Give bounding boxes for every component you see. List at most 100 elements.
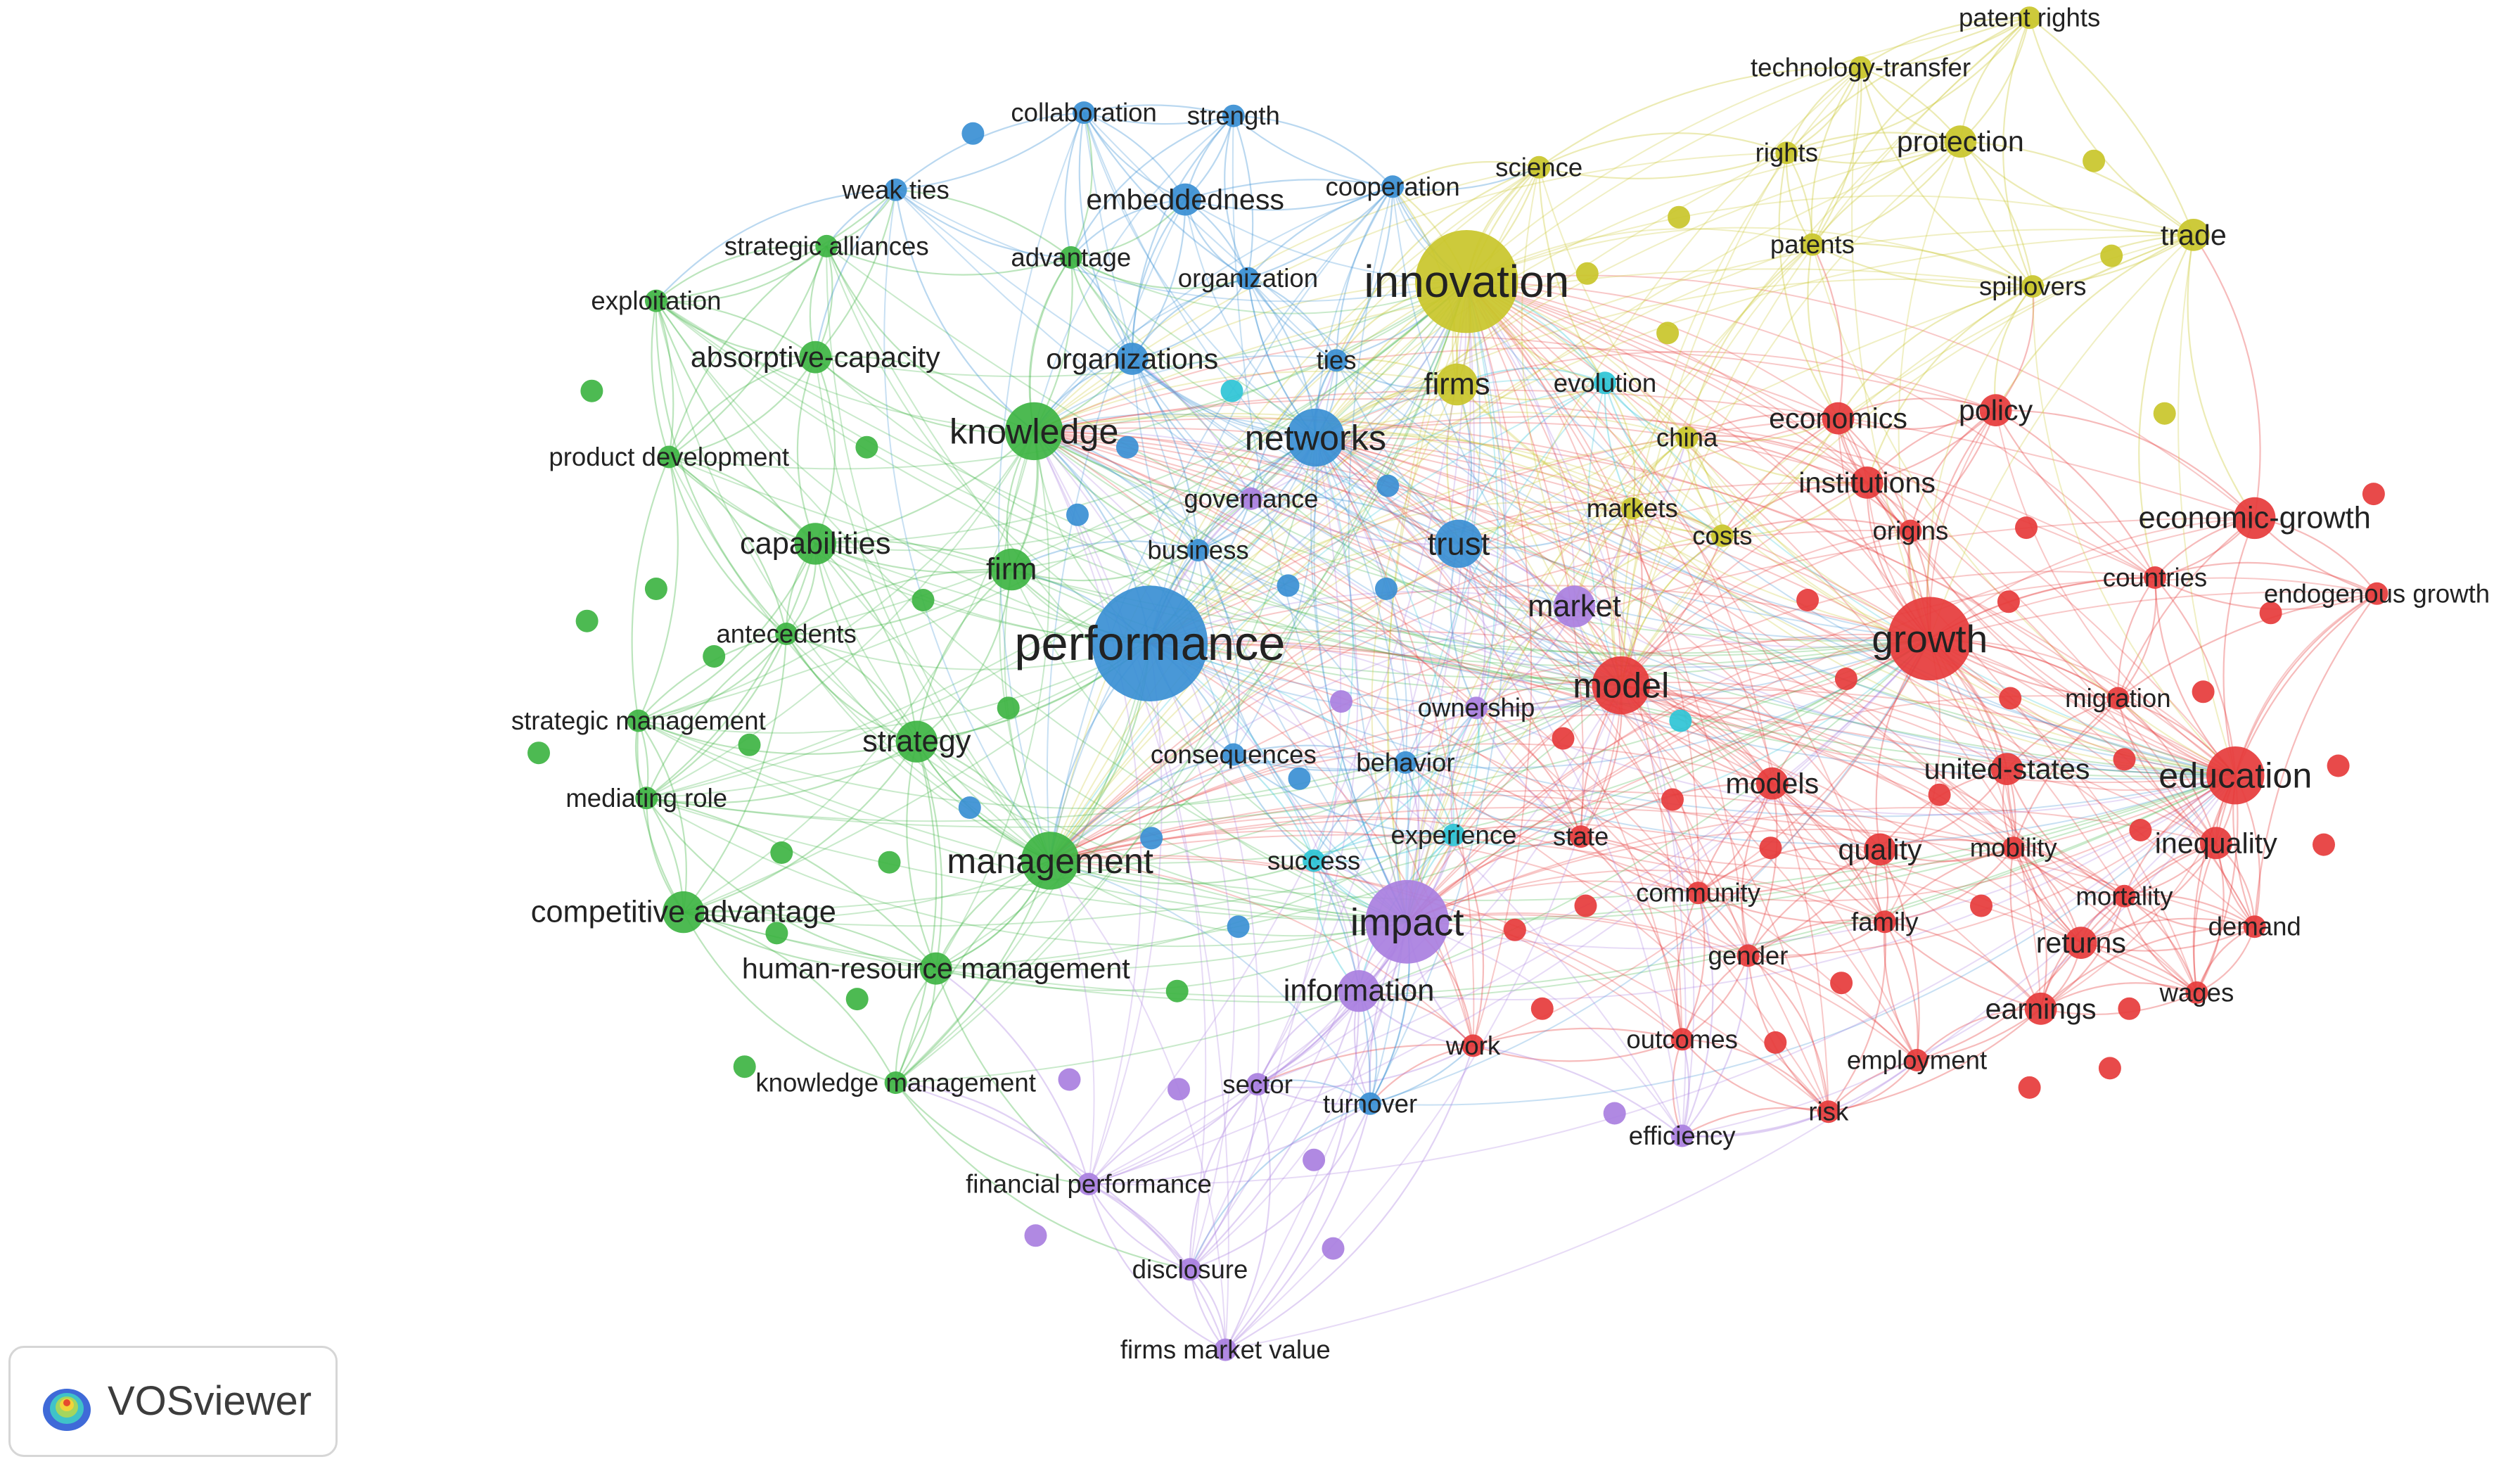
node-circle-governance[interactable] (1239, 487, 1262, 510)
node-antecedents[interactable] (775, 623, 798, 645)
node-circle-mediating-role[interactable] (635, 787, 658, 810)
node-growth[interactable] (1888, 597, 1972, 681)
node-circle-education[interactable] (2206, 746, 2265, 805)
node-firms[interactable] (1435, 363, 1478, 406)
node-information[interactable] (1338, 970, 1380, 1012)
node-circle-turnover[interactable] (1359, 1092, 1382, 1115)
node-ownership[interactable] (1465, 696, 1488, 720)
node-technology-transfer[interactable] (1849, 56, 1872, 79)
node-community[interactable] (1687, 881, 1710, 905)
node-mortality[interactable] (2113, 884, 2136, 908)
node-circle-market[interactable] (1553, 585, 1596, 628)
node-collaboration[interactable] (1073, 101, 1096, 125)
node-circle-risk[interactable] (1817, 1100, 1840, 1124)
node-circle-organizations[interactable] (1115, 343, 1149, 375)
node-circle-collaboration[interactable] (1073, 101, 1096, 125)
node-outcomes[interactable] (1670, 1028, 1694, 1051)
node-circle-quality[interactable] (1864, 833, 1896, 866)
node-circle-growth[interactable] (1888, 597, 1972, 681)
node-circle-science[interactable] (1528, 155, 1551, 179)
node-inequality[interactable] (2199, 827, 2232, 860)
node-circle-strategy[interactable] (895, 720, 938, 763)
node-circle-markets[interactable] (1620, 497, 1644, 520)
node-efficiency[interactable] (1670, 1124, 1694, 1147)
node-firms-market-value[interactable] (1214, 1338, 1237, 1361)
node-exploitation[interactable] (644, 289, 667, 312)
node-capabilities[interactable] (794, 523, 837, 565)
node-organizations[interactable] (1115, 343, 1149, 375)
node-circle-patents[interactable] (1801, 233, 1824, 256)
node-networks[interactable] (1286, 408, 1345, 467)
node-employment[interactable] (1905, 1049, 1929, 1071)
node-circle-endogenous-growth[interactable] (2365, 582, 2388, 605)
node-advantage[interactable] (1059, 246, 1082, 269)
node-management[interactable] (1021, 832, 1080, 890)
node-circle-model[interactable] (1592, 656, 1650, 715)
node-institutions[interactable] (1850, 466, 1883, 499)
node-circle-firms-market-value[interactable] (1214, 1338, 1237, 1361)
node-circle-experience[interactable] (1443, 823, 1465, 846)
node-quality[interactable] (1864, 833, 1896, 866)
node-mobility[interactable] (2002, 836, 2025, 860)
node-circle-competitive-advantage[interactable] (663, 891, 705, 934)
node-protection[interactable] (1944, 125, 1977, 158)
node-gender[interactable] (1737, 944, 1760, 967)
node-family[interactable] (1873, 910, 1896, 934)
node-circle-absorptive-capacity[interactable] (799, 340, 832, 374)
node-behavior[interactable] (1394, 751, 1417, 774)
node-circle-firm[interactable] (990, 548, 1032, 591)
node-knowledge[interactable] (1005, 402, 1063, 461)
node-circle-product-development[interactable] (658, 445, 681, 469)
node-circle-wages[interactable] (2185, 981, 2208, 1004)
node-circle-weak-ties[interactable] (884, 178, 907, 201)
node-knowledge-management[interactable] (884, 1071, 907, 1094)
node-circle-innovation[interactable] (1415, 230, 1518, 333)
node-circle-advantage[interactable] (1059, 246, 1082, 269)
node-circle-efficiency[interactable] (1670, 1124, 1694, 1147)
node-success[interactable] (1303, 849, 1326, 872)
node-circle-economic-growth[interactable] (2234, 497, 2276, 540)
node-circle-work[interactable] (1462, 1034, 1485, 1057)
node-circle-earnings[interactable] (2024, 992, 2057, 1025)
node-rights[interactable] (1775, 141, 1798, 165)
node-patent-rights[interactable] (2018, 6, 2041, 30)
node-policy[interactable] (1979, 394, 2012, 426)
node-circle-capabilities[interactable] (794, 523, 837, 565)
node-circle-knowledge-management[interactable] (884, 1071, 907, 1094)
node-economics[interactable] (1822, 402, 1855, 435)
node-circle-exploitation[interactable] (644, 289, 667, 312)
node-business[interactable] (1187, 539, 1210, 562)
node-trust[interactable] (1434, 519, 1483, 568)
node-model[interactable] (1592, 656, 1650, 715)
node-consequences[interactable] (1222, 743, 1245, 766)
node-patents[interactable] (1801, 233, 1824, 256)
node-circle-behavior[interactable] (1394, 751, 1417, 774)
node-turnover[interactable] (1359, 1092, 1382, 1115)
node-circle-financial-performance[interactable] (1077, 1173, 1100, 1196)
node-united-states[interactable] (1990, 753, 2023, 785)
node-circle-information[interactable] (1338, 970, 1380, 1012)
node-strategic-management[interactable] (627, 709, 650, 732)
node-circle-strategic-management[interactable] (627, 709, 650, 732)
node-circle-china[interactable] (1675, 426, 1699, 449)
node-circle-united-states[interactable] (1990, 753, 2023, 785)
node-trade[interactable] (2177, 219, 2210, 251)
node-circle-spillovers[interactable] (2021, 275, 2045, 298)
node-risk[interactable] (1817, 1100, 1840, 1124)
node-models[interactable] (1755, 767, 1789, 800)
node-circle-management[interactable] (1021, 832, 1080, 890)
node-human-resource-management[interactable] (919, 952, 952, 985)
node-evolution[interactable] (1594, 371, 1616, 395)
node-education[interactable] (2206, 746, 2265, 805)
node-circle-antecedents[interactable] (775, 623, 798, 645)
node-circle-cooperation[interactable] (1381, 175, 1405, 198)
node-embeddedness[interactable] (1169, 183, 1202, 216)
node-countries[interactable] (2144, 566, 2166, 589)
node-circle-returns[interactable] (2064, 927, 2097, 959)
node-circle-family[interactable] (1873, 910, 1896, 934)
node-circle-countries[interactable] (2144, 566, 2166, 589)
node-weak-ties[interactable] (884, 178, 907, 201)
node-circle-migration[interactable] (2106, 687, 2130, 710)
node-circle-disclosure[interactable] (1179, 1258, 1201, 1281)
node-migration[interactable] (2106, 687, 2130, 710)
